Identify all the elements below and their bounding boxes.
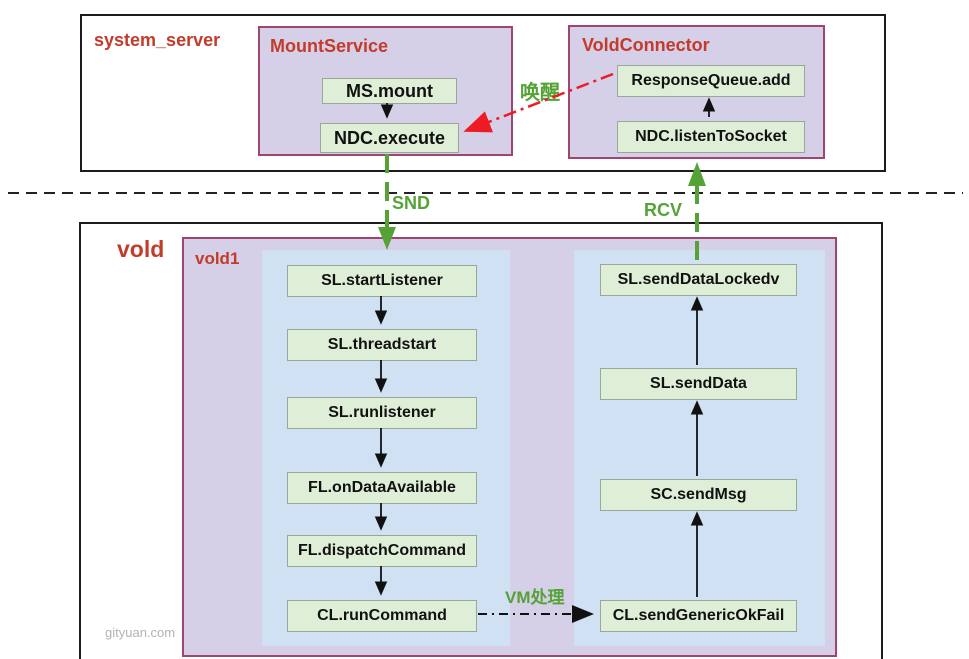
vold-connector-label: VoldConnector xyxy=(582,35,710,55)
vold-connector-box: VoldConnector ResponseQueue.add NDC.list… xyxy=(568,25,825,159)
node-fl-dispatchcommand: FL.dispatchCommand xyxy=(287,535,477,567)
mount-service-label: MountService xyxy=(270,36,389,56)
vm-arrow-label: VM处理 xyxy=(505,588,565,607)
node-ndc-execute: NDC.execute xyxy=(320,123,459,153)
node-sl-runlistener: SL.runlistener xyxy=(287,397,477,429)
node-sl-senddata: SL.sendData xyxy=(600,368,797,400)
watermark: gityuan.com xyxy=(105,625,176,640)
right-flow-column xyxy=(574,250,825,646)
node-cl-runcommand: CL.runCommand xyxy=(287,600,477,632)
node-sl-startlistener: SL.startListener xyxy=(287,265,477,297)
node-cl-sendgenericokfail: CL.sendGenericOkFail xyxy=(600,600,797,632)
left-flow-column xyxy=(262,250,510,646)
vold1-box: vold1 SL.startListener SL.threadstart SL… xyxy=(182,237,837,657)
node-sl-threadstart: SL.threadstart xyxy=(287,329,477,361)
node-sc-sendmsg: SC.sendMsg xyxy=(600,479,797,511)
node-ms-mount: MS.mount xyxy=(322,78,457,104)
rcv-arrow-label: RCV xyxy=(644,200,683,220)
node-responsequeue-add: ResponseQueue.add xyxy=(617,65,805,97)
system-server-label: system_server xyxy=(94,30,221,50)
mount-service-box: MountService MS.mount NDC.execute xyxy=(258,26,513,156)
vold1-label: vold1 xyxy=(195,249,240,268)
node-sl-senddatalockedv: SL.sendDataLockedv xyxy=(600,264,797,296)
node-ndc-listentosocket: NDC.listenToSocket xyxy=(617,121,805,153)
vold-label: vold xyxy=(117,236,165,262)
vold-box: vold vold1 SL.startListener SL.threadsta… xyxy=(79,222,883,659)
node-fl-ondataavailable: FL.onDataAvailable xyxy=(287,472,477,504)
snd-arrow-label: SND xyxy=(392,193,431,213)
wake-arrow-label: 唤醒 xyxy=(520,82,560,104)
